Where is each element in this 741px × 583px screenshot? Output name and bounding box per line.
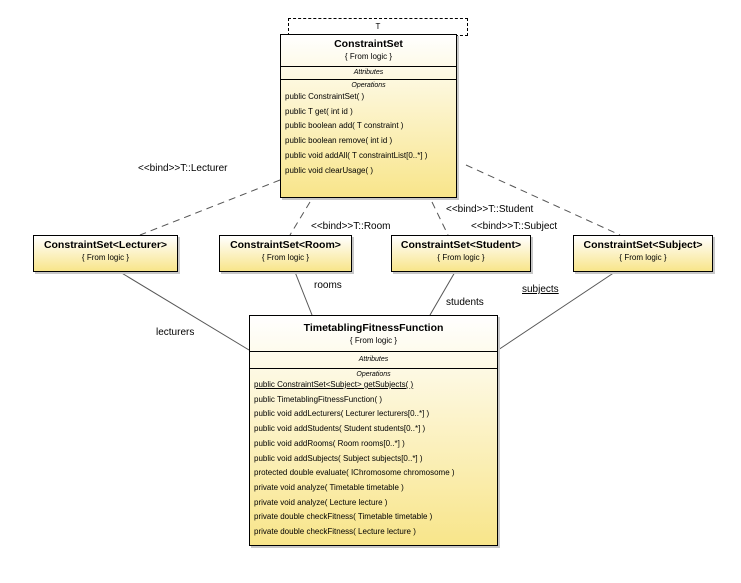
operation: public boolean add( T constraint ) [285, 121, 404, 131]
constraint-set-student-class[interactable]: ConstraintSet<Student> { From logic } [391, 235, 531, 272]
class-package: { From logic } [349, 336, 398, 345]
class-package: { From logic } [81, 253, 130, 262]
association-label-students: students [446, 297, 484, 308]
class-package: { From logic } [619, 253, 667, 262]
class-name: ConstraintSet [334, 38, 403, 50]
attributes-title: Attributes [358, 356, 389, 363]
template-parameter: T [375, 22, 381, 31]
association-label-rooms: rooms [314, 280, 342, 291]
association-label-lecturers: lecturers [156, 327, 195, 338]
class-package: { From logic } [261, 253, 310, 262]
operation: private double checkFitness( Timetable t… [254, 512, 433, 522]
operation: public void clearUsage( ) [285, 165, 374, 175]
bind-line-room [289, 201, 311, 236]
constraint-set-lecturer-class[interactable]: ConstraintSet<Lecturer> { From logic } [33, 235, 178, 272]
operation: private double checkFitness( Lecture lec… [254, 527, 416, 537]
operation: protected double evaluate( IChromosome c… [254, 468, 455, 478]
timetabling-fitness-function-class[interactable]: TimetablingFitnessFunction { From logic … [249, 315, 498, 546]
operation: public TimetablingFitnessFunction( ) [254, 394, 383, 404]
class-name: ConstraintSet<Student> [400, 239, 522, 251]
assoc-line-lecturers [119, 271, 250, 351]
operation: public void addAll( T constraintList[0..… [285, 150, 428, 160]
bind-label-student: <<bind>>T::Student [446, 204, 534, 215]
operation: public void addStudents( Student student… [254, 424, 426, 434]
operation: public void addRooms( Room rooms[0..*] ) [254, 438, 405, 448]
association-label-subjects: subjects [522, 284, 559, 295]
class-name: ConstraintSet<Room> [230, 239, 341, 251]
class-package: { From logic } [344, 52, 393, 61]
operation: public boolean remove( int id ) [285, 136, 393, 146]
operation: public T get( int id ) [285, 106, 353, 116]
bind-line-student [431, 201, 449, 236]
operation: public void addLecturers( Lecturer lectu… [254, 409, 430, 419]
bind-label-subject: <<bind>>T::Subject [471, 221, 558, 232]
operation: public ConstraintSet( ) [285, 92, 365, 101]
class-package: { From logic } [437, 253, 485, 262]
bind-line-lecturer [139, 179, 281, 236]
constraint-set-class[interactable]: ConstraintSet { From logic } Attributes … [280, 34, 457, 198]
constraint-set-room-class[interactable]: ConstraintSet<Room> { From logic } [219, 235, 352, 272]
operation: private void analyze( Timetable timetabl… [254, 482, 404, 492]
attributes-section: Attributes [281, 66, 456, 79]
class-name: ConstraintSet<Lecturer> [43, 239, 168, 251]
operation: public ConstraintSet<Subject> getSubject… [254, 380, 414, 389]
assoc-line-students [429, 271, 456, 316]
attributes-section: Attributes [250, 351, 497, 368]
attributes-title: Attributes [353, 69, 384, 76]
operations-title: Operations [356, 371, 391, 378]
operations-section: Operations public ConstraintSet<Subject>… [250, 368, 497, 542]
bind-label-lecturer: <<bind>>T::Lecturer [138, 163, 228, 174]
class-name: ConstraintSet<Subject> [583, 239, 703, 251]
operation: public void addSubjects( Subject subject… [254, 453, 423, 463]
assoc-line-subjects [497, 271, 616, 351]
class-name: TimetablingFitnessFunction [303, 322, 444, 334]
operations-title: Operations [351, 82, 386, 89]
constraint-set-subject-class[interactable]: ConstraintSet<Subject> { From logic } [573, 235, 713, 272]
bind-line-subject [465, 164, 621, 236]
operations-section: Operations public ConstraintSet( ) publi… [281, 79, 456, 180]
assoc-line-rooms [294, 271, 313, 316]
bind-label-room: <<bind>>T::Room [311, 221, 391, 232]
operation: private void analyze( Lecture lecture ) [254, 497, 388, 507]
